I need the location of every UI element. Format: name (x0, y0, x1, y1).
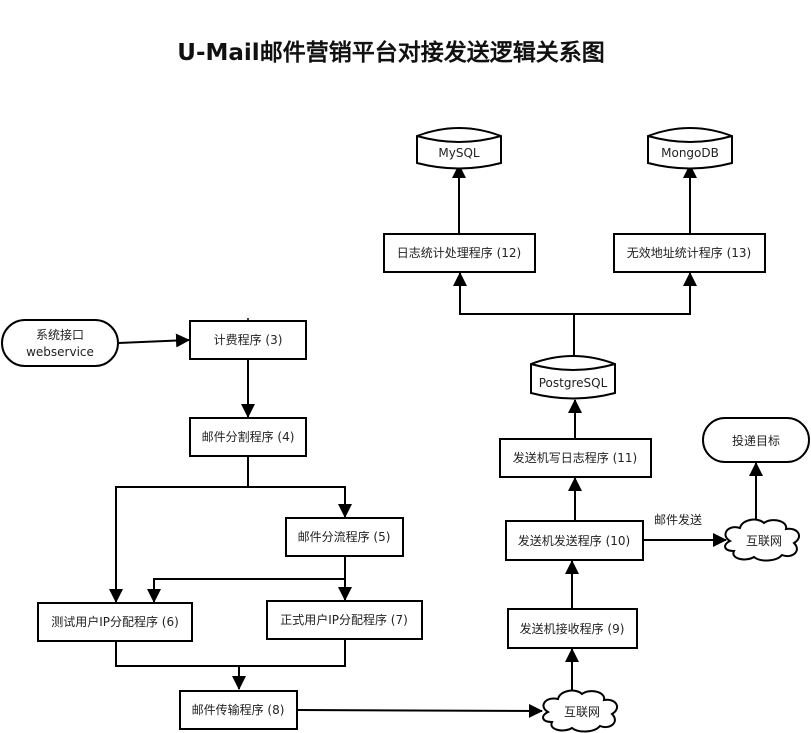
node-billing[interactable]: 计费程序 (3) (189, 320, 307, 360)
node-mysql[interactable]: MySQL (416, 127, 502, 170)
node-internet1-label: 互联网 (564, 705, 600, 719)
node-billing-label: 计费程序 (3) (214, 332, 283, 347)
node-transfer-label: 邮件传输程序 (8) (192, 702, 285, 717)
edge-webservice-billing (117, 333, 190, 348)
node-internet2[interactable]: 互联网 (724, 518, 801, 562)
edge-label-mail-send: 邮件发送 (654, 512, 702, 527)
node-postgresql[interactable]: PostgreSQL (530, 355, 616, 400)
node-internet2-label: 互联网 (746, 534, 782, 548)
node-divert-label: 邮件分流程序 (5) (298, 529, 391, 544)
node-prod-ip[interactable]: 正式用户IP分配程序 (7) (266, 600, 423, 640)
node-webservice-line2: webservice (26, 345, 94, 359)
diagram-title: U-Mail邮件营销平台对接发送逻辑关系图 (177, 40, 605, 66)
node-divert[interactable]: 邮件分流程序 (5) (285, 517, 404, 557)
edge-divert-test-ip (147, 578, 345, 603)
node-prod-ip-label: 正式用户IP分配程序 (7) (280, 612, 408, 627)
node-target[interactable]: 投递目标 (702, 417, 810, 463)
cloud-icon (724, 518, 801, 562)
node-transfer[interactable]: 邮件传输程序 (8) (179, 690, 298, 730)
database-icon (530, 355, 616, 400)
database-icon (416, 127, 502, 170)
node-log-writer[interactable]: 发送机写日志程序 (11) (499, 438, 652, 478)
node-split-label: 邮件分割程序 (4) (202, 429, 295, 444)
node-mongodb-label: MongoDB (661, 146, 719, 160)
node-test-ip-label: 测试用户IP分配程序 (6) (51, 614, 179, 629)
node-receiver-label: 发送机接收程序 (9) (520, 621, 625, 636)
node-mongodb[interactable]: MongoDB (647, 127, 733, 170)
node-target-label: 投递目标 (732, 433, 780, 448)
edge-postgresql-log-stats (453, 272, 574, 315)
edge-postgresql-invalid-stats (574, 272, 697, 315)
edge-split-divert (248, 486, 352, 518)
node-split[interactable]: 邮件分割程序 (4) (189, 417, 307, 457)
node-postgresql-label: PostgreSQL (539, 376, 608, 390)
database-icon (647, 127, 733, 170)
edge-test-ip-merge (115, 639, 346, 667)
node-sender[interactable]: 发送机发送程序 (10) (505, 520, 644, 561)
node-test-ip[interactable]: 测试用户IP分配程序 (6) (37, 602, 193, 642)
node-log-writer-label: 发送机写日志程序 (11) (513, 450, 637, 465)
node-internet1[interactable]: 互联网 (542, 689, 619, 733)
edge-transfer-internet (296, 703, 543, 718)
node-mysql-label: MySQL (438, 146, 480, 160)
node-webservice-line1: 系统接口 (36, 327, 84, 342)
node-invalid-stats[interactable]: 无效地址统计程序 (13) (613, 233, 766, 273)
node-invalid-stats-label: 无效地址统计程序 (13) (627, 245, 751, 260)
node-log-stats[interactable]: 日志统计处理程序 (12) (383, 233, 536, 273)
edge-split-test-ip (109, 486, 248, 603)
cloud-icon (542, 689, 619, 733)
node-log-stats-label: 日志统计处理程序 (12) (397, 245, 521, 260)
node-sender-label: 发送机发送程序 (10) (518, 533, 630, 548)
node-receiver[interactable]: 发送机接收程序 (9) (507, 608, 638, 649)
node-webservice[interactable]: 系统接口 webservice (1, 319, 119, 367)
